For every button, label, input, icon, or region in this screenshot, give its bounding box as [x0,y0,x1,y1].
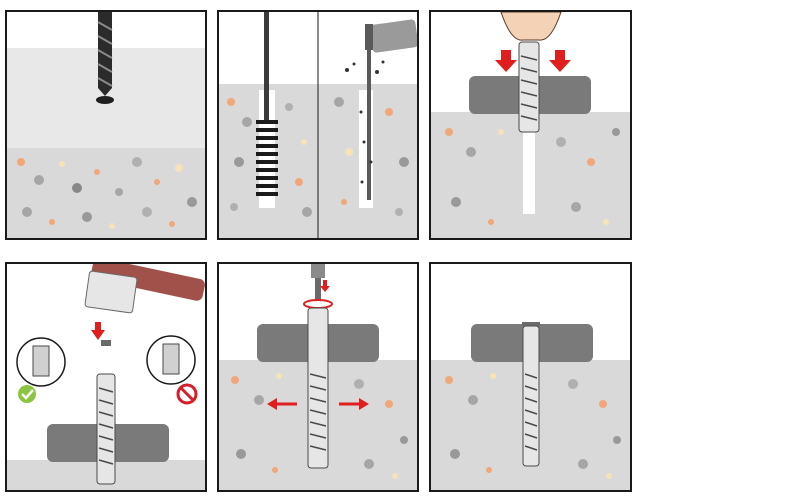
screwdriver-bit-icon [311,264,325,300]
drill-bit-icon [97,12,113,96]
plug-expanded-icon [307,307,329,469]
expansion-arrows-icon [267,398,369,410]
step-3-insert-panel [429,10,632,240]
prohibited-icon [176,383,198,405]
dust-particles [345,60,385,184]
strike-arrow-icon [91,322,105,340]
step-5-screw-in-panel [217,262,419,492]
installed-plug-icon [522,322,540,467]
down-arrow-icon [320,280,330,292]
hammer-icon [84,264,205,314]
push-down-arrow-icon [495,50,571,72]
plug-with-screw-icon [96,340,116,485]
drill-hole-mark [96,96,114,104]
aggregate-speckles [231,373,408,479]
drill-hole [523,114,535,214]
step-1-drill-panel [5,10,207,240]
step-4-hammer-panel [5,262,207,492]
step-2-clean-panel [217,10,419,240]
aggregate-speckles [445,373,621,479]
aggregate-speckles [445,128,620,225]
rotation-arrow-icon [303,299,333,309]
aggregate-speckles [227,97,409,217]
correct-detail [16,337,66,403]
plug-icon [518,41,540,133]
incorrect-detail [146,335,198,405]
cleaning-brush-icon [256,12,278,196]
concrete-base [7,148,205,238]
aggregate-speckles [17,157,197,229]
check-icon [18,385,36,403]
hand-icon [500,12,562,41]
step-6-installed-panel [429,262,632,492]
blow-out-pump-icon [365,19,417,200]
